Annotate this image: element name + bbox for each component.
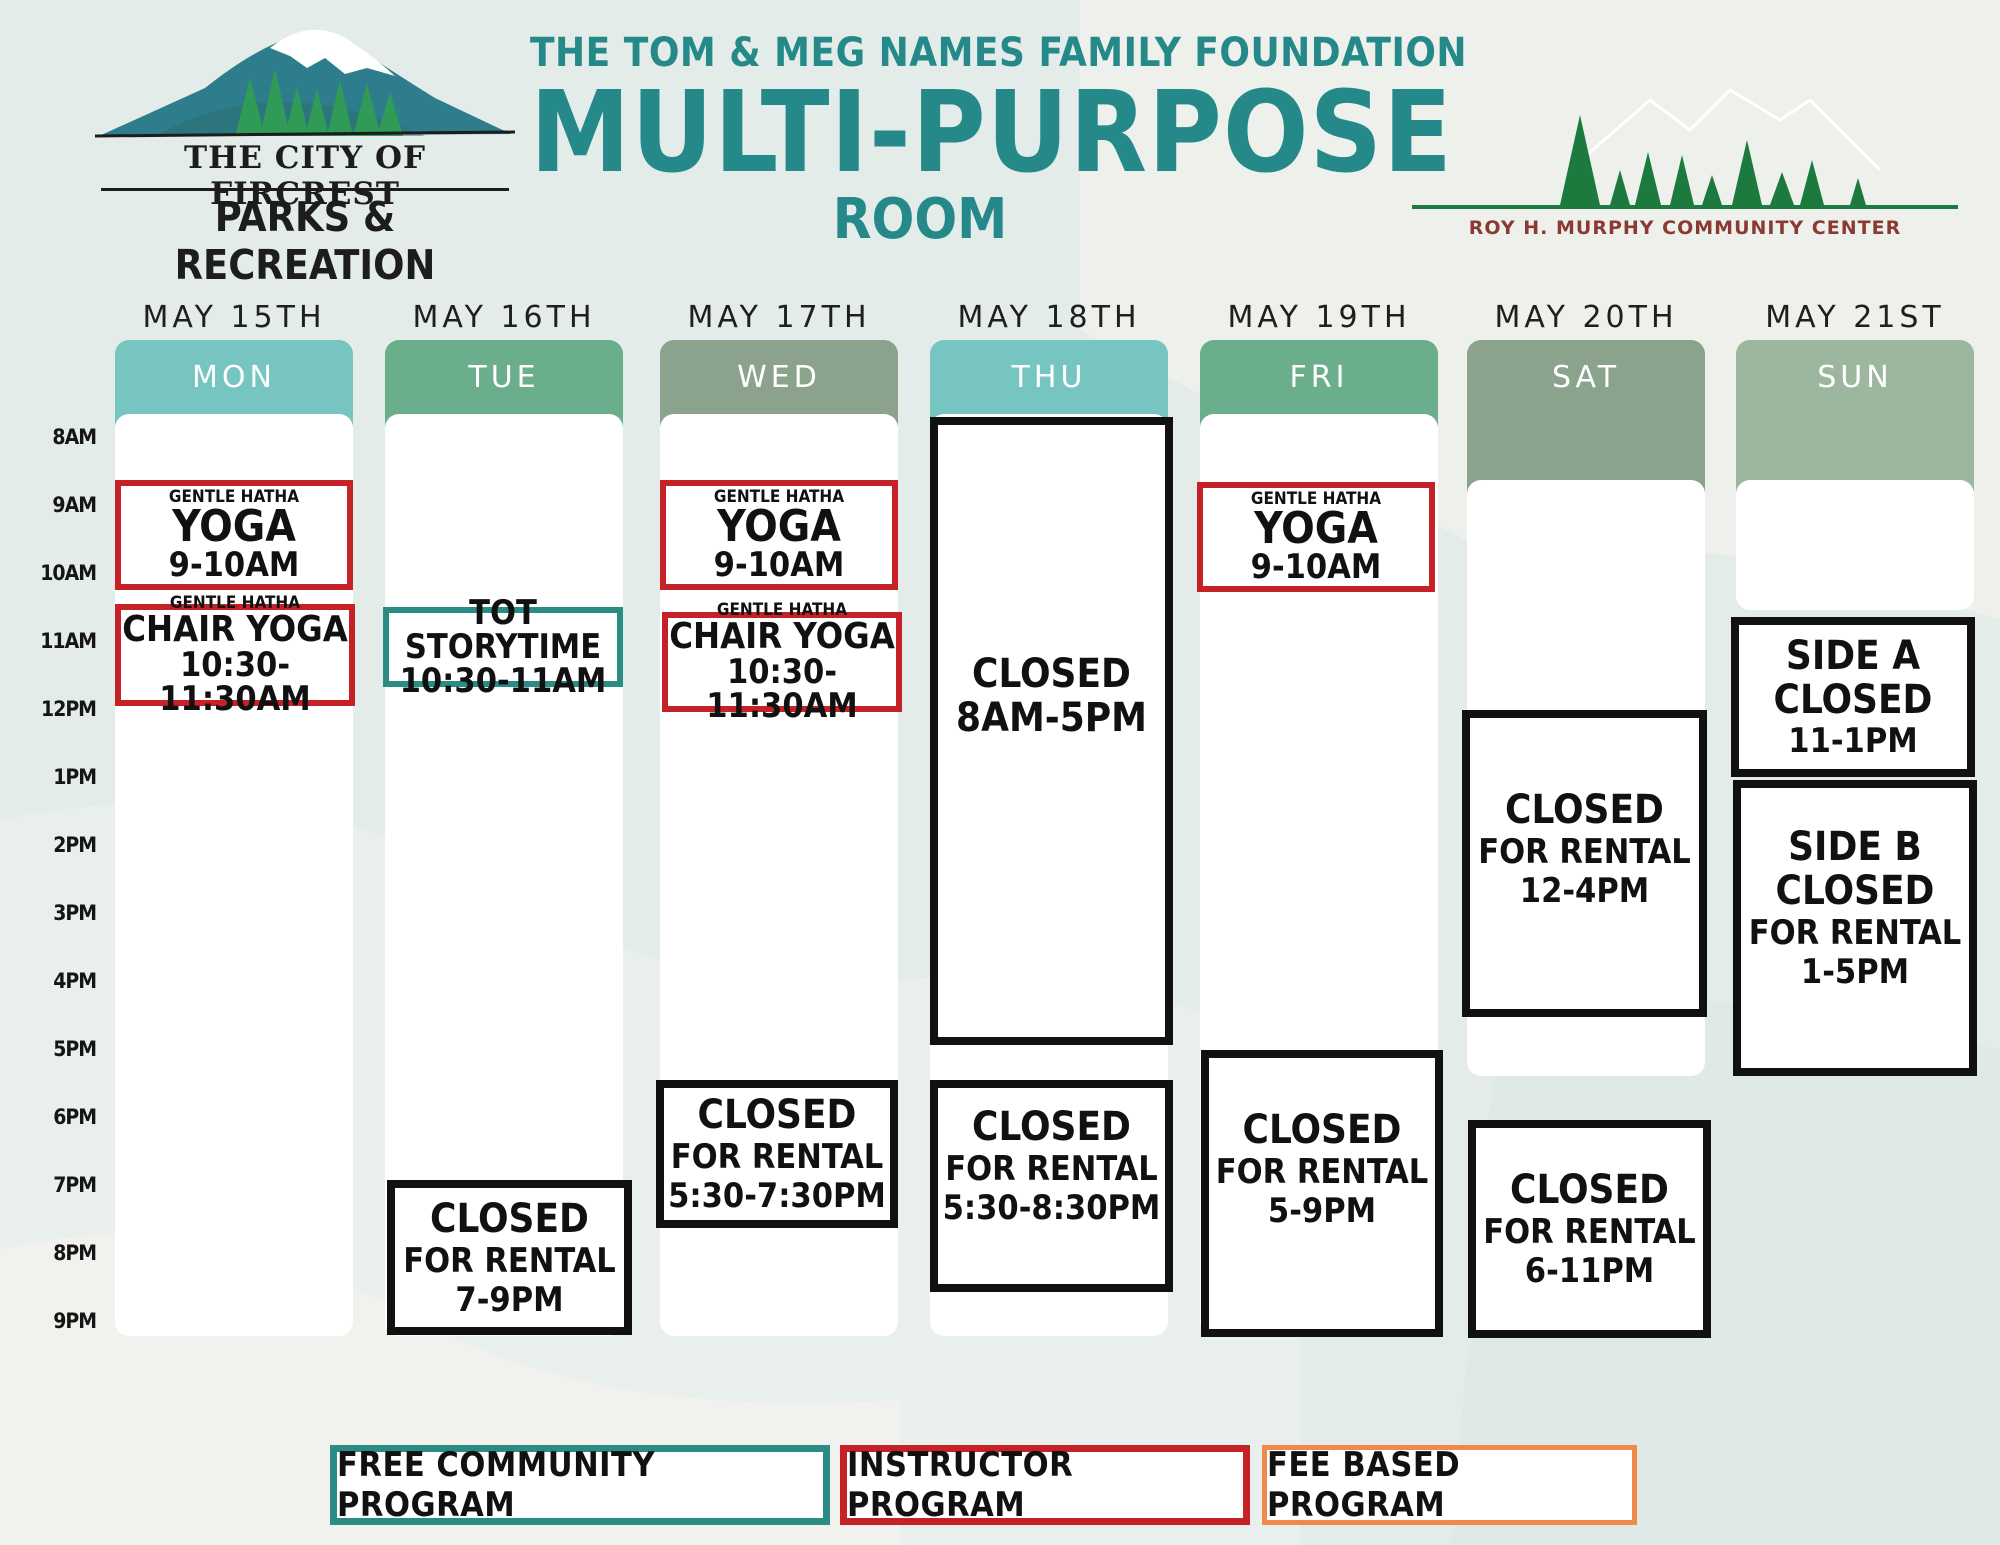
day-date: MAY 18TH	[957, 300, 1141, 335]
event-line: FOR RENTAL	[1478, 831, 1691, 872]
event-name: CHAIR YOGA	[669, 616, 895, 657]
event-closed-rental[interactable]: CLOSED FOR RENTAL 5-9PM	[1201, 1050, 1443, 1337]
event-time: 10:30-11:30AM	[706, 652, 858, 726]
event-subtitle: GENTLE HATHA	[716, 600, 848, 620]
event-line: FOR RENTAL	[1748, 913, 1962, 953]
event-time: 12-4PM	[1519, 870, 1650, 911]
event-line: FOR RENTAL	[1483, 1212, 1696, 1252]
event-closed-rental[interactable]: CLOSED FOR RENTAL 5:30-8:30PM	[930, 1080, 1173, 1292]
parks-line: PARKS & RECREATION	[174, 193, 436, 289]
event-line: FOR RENTAL	[403, 1240, 616, 1281]
time-label: 6PM	[53, 1105, 97, 1129]
event-time: 11-1PM	[1788, 721, 1918, 761]
page-subtitle: ROOM	[832, 187, 1008, 252]
legend-free-community-program: FREE COMMUNITY PROGRAM	[330, 1445, 830, 1525]
event-tot-storytime[interactable]: TOT STORYTIME 10:30-11AM	[383, 596, 623, 698]
event-yoga[interactable]: GENTLE HATHA YOGA 9-10AM	[660, 480, 898, 590]
event-time: 7-9PM	[455, 1279, 564, 1320]
event-line: CLOSED	[697, 1092, 857, 1138]
forest-logo-icon	[1412, 88, 1958, 209]
event-time: 5:30-7:30PM	[668, 1176, 886, 1216]
event-time: 9-10AM	[713, 545, 845, 585]
event-time: 10:30-11AM	[399, 661, 607, 701]
event-time: 6-11PM	[1524, 1251, 1655, 1291]
event-name: YOGA	[172, 501, 296, 552]
mountain-logo-icon	[95, 29, 515, 138]
event-line: SIDE A	[1785, 633, 1921, 679]
time-label: 2PM	[53, 833, 97, 857]
event-side-a-closed[interactable]: SIDE A CLOSED 11-1PM	[1731, 617, 1975, 777]
event-line: SIDE B	[1788, 824, 1922, 870]
event-time: 10:30-11:30AM	[159, 645, 311, 719]
event-line: CLOSED	[1775, 868, 1935, 914]
day-date: MAY 19TH	[1227, 300, 1411, 335]
event-line: CLOSED	[430, 1195, 589, 1242]
event-subtitle: GENTLE HATHA	[169, 593, 301, 613]
legend-label: INSTRUCTOR PROGRAM	[847, 1445, 1074, 1525]
page-title: MULTI-PURPOSE	[530, 68, 1453, 198]
event-time: 9-10AM	[1250, 547, 1382, 587]
event-line: CLOSED	[1242, 1106, 1402, 1153]
community-center-name: ROY H. MURPHY COMMUNITY CENTER	[1468, 217, 1902, 239]
day-date: MAY 17TH	[687, 300, 871, 335]
event-line: CLOSED	[1505, 786, 1664, 833]
time-label: 8PM	[53, 1241, 97, 1265]
time-label: 9PM	[53, 1309, 97, 1333]
time-label: 7PM	[53, 1173, 97, 1197]
event-line: FOR RENTAL	[670, 1137, 884, 1177]
event-closed-rental[interactable]: CLOSED FOR RENTAL 7-9PM	[387, 1180, 632, 1335]
event-chair-yoga[interactable]: GENTLE HATHA CHAIR YOGA 10:30-11:30AM	[115, 594, 355, 716]
event-closed-rental[interactable]: CLOSED FOR RENTAL 6-11PM	[1468, 1120, 1711, 1338]
legend-instructor-program: INSTRUCTOR PROGRAM	[840, 1445, 1250, 1525]
time-label: 9AM	[52, 493, 97, 517]
event-name: YOGA	[1254, 503, 1378, 554]
time-label: 8AM	[52, 425, 97, 449]
legend-label: FEE BASED PROGRAM	[1267, 1445, 1461, 1525]
event-chair-yoga[interactable]: GENTLE HATHA CHAIR YOGA 10:30-11:30AM	[662, 601, 902, 723]
event-side-b-closed[interactable]: SIDE B CLOSED FOR RENTAL 1-5PM	[1733, 780, 1977, 1076]
community-center-logo: ROY H. MURPHY COMMUNITY CENTER	[1410, 60, 1960, 250]
title-block: THE TOM & MEG NAMES FAMILY FOUNDATION MU…	[530, 30, 1468, 250]
event-line: FOR RENTAL	[945, 1149, 1158, 1189]
legend-label: FREE COMMUNITY PROGRAM	[337, 1445, 656, 1525]
event-time: 5-9PM	[1267, 1190, 1377, 1231]
event-closed[interactable]: CLOSED 8AM-5PM	[930, 417, 1173, 1045]
city-of-fircrest-logo: THE CITY OF FIRCREST PARKS & RECREATION	[95, 28, 515, 289]
time-label: 12PM	[41, 697, 97, 721]
logo-divider	[101, 188, 509, 191]
event-subtitle: GENTLE HATHA	[713, 487, 845, 507]
foundation-title: THE TOM & MEG NAMES FAMILY FOUNDATION	[530, 30, 1468, 76]
event-name: CHAIR YOGA	[122, 609, 348, 650]
event-closed-rental[interactable]: CLOSED FOR RENTAL 5:30-7:30PM	[656, 1080, 898, 1228]
event-closed-rental[interactable]: CLOSED FOR RENTAL 12-4PM	[1462, 710, 1707, 1017]
time-label: 5PM	[53, 1037, 97, 1061]
event-yoga[interactable]: GENTLE HATHA YOGA 9-10AM	[1197, 482, 1435, 592]
event-time: 5:30-8:30PM	[942, 1188, 1161, 1228]
day-date: MAY 20TH	[1494, 300, 1678, 335]
event-name: TOT STORYTIME	[404, 593, 602, 667]
time-label: 1PM	[53, 765, 97, 789]
legend-fee-based-program: FEE BASED PROGRAM	[1262, 1445, 1637, 1525]
time-label: 3PM	[53, 901, 97, 925]
event-time: 1-5PM	[1800, 952, 1910, 992]
event-name: YOGA	[717, 501, 841, 552]
event-line: CLOSED	[972, 1104, 1131, 1150]
event-yoga[interactable]: GENTLE HATHA YOGA 9-10AM	[115, 480, 353, 590]
city-line: THE CITY OF FIRCREST	[184, 140, 426, 212]
event-subtitle: GENTLE HATHA	[1250, 489, 1382, 509]
event-time: 9-10AM	[168, 545, 300, 585]
event-line: CLOSED	[1773, 677, 1933, 723]
event-line: FOR RENTAL	[1215, 1151, 1429, 1192]
day-date: MAY 16TH	[412, 300, 596, 335]
event-subtitle: GENTLE HATHA	[168, 487, 300, 507]
time-label: 10AM	[40, 561, 97, 585]
event-line: CLOSED	[972, 651, 1131, 697]
event-line: CLOSED	[1510, 1167, 1669, 1213]
day-body	[1736, 480, 1974, 610]
time-label: 11AM	[40, 629, 97, 653]
time-label: 4PM	[53, 969, 97, 993]
day-date: MAY 21ST	[1765, 300, 1945, 335]
day-date: MAY 15TH	[142, 300, 326, 335]
event-time: 8AM-5PM	[956, 695, 1147, 741]
